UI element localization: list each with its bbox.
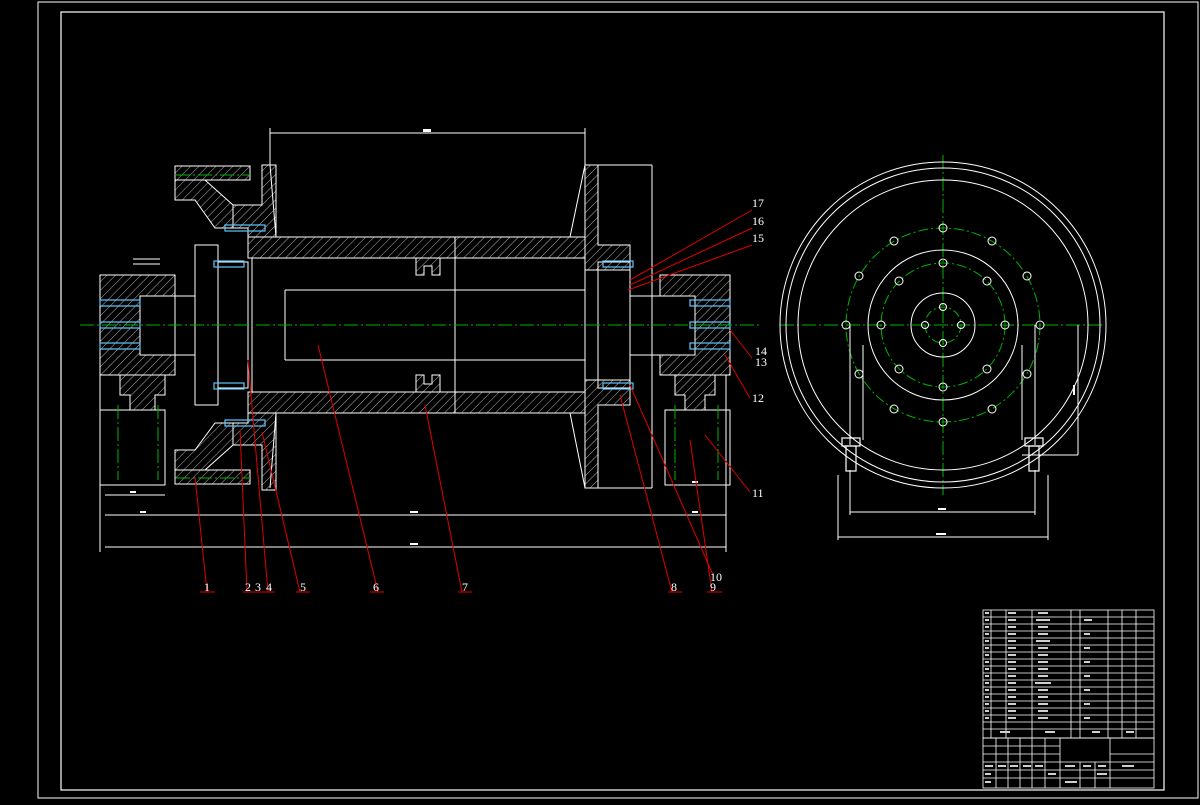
title-block	[982, 737, 1155, 789]
parts-list-table	[982, 609, 1155, 739]
leaders	[194, 209, 753, 593]
end-view-bolt-holes	[841, 223, 1045, 427]
parts-list-cell-marks	[985, 612, 1134, 733]
section-view	[99, 128, 731, 552]
label-part-2: 2	[245, 580, 251, 594]
label-part-11: 11	[752, 486, 764, 500]
label-part-3: 3	[255, 580, 261, 594]
sheet-outer-border	[37, 1, 1199, 799]
label-part-6: 6	[373, 580, 379, 594]
label-part-17: 17	[752, 196, 764, 210]
sheet-inner-border	[60, 11, 1165, 791]
label-part-7: 7	[462, 580, 468, 594]
label-part-13: 13	[755, 355, 767, 369]
label-part-1: 1	[204, 580, 210, 594]
part-labels: 1 2 3 4 5 6 7 8 9 10 11 12 13 14 15 16 1…	[204, 196, 767, 594]
label-part-8: 8	[671, 580, 677, 594]
end-view	[779, 161, 1107, 540]
label-part-12: 12	[752, 391, 764, 405]
label-part-16: 16	[752, 214, 764, 228]
title-block-marks	[985, 765, 1134, 783]
label-part-5: 5	[300, 580, 306, 594]
parts-list-rows	[983, 616, 1154, 723]
label-part-15: 15	[752, 231, 764, 245]
label-part-4: 4	[266, 580, 272, 594]
label-part-10: 10	[710, 570, 722, 584]
label-part-14: 14	[755, 344, 767, 358]
label-part-9: 9	[710, 580, 716, 594]
centerlines	[80, 155, 1105, 495]
